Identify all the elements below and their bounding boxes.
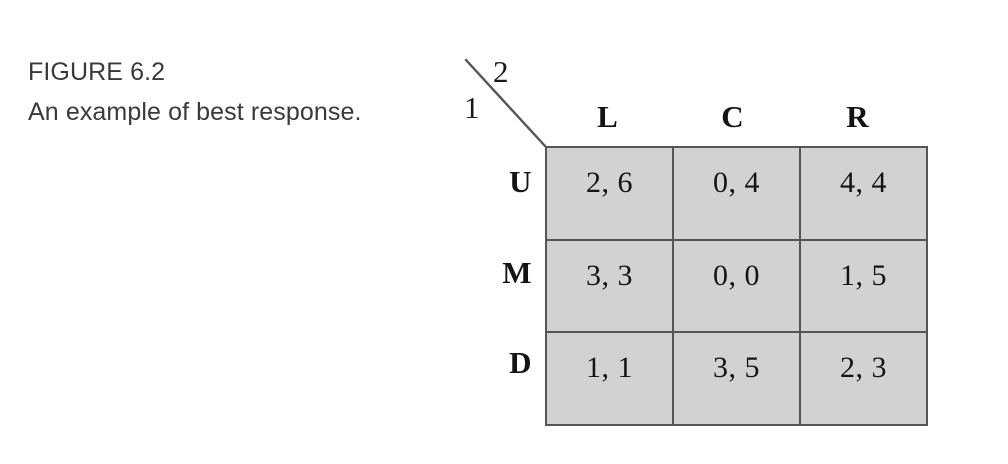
- table-row: 2, 6 0, 4 4, 4: [545, 146, 928, 241]
- payoff-cell-u-l[interactable]: 2, 6: [545, 146, 674, 241]
- payoff-value: 3, 3: [586, 258, 633, 292]
- row-header-u: U: [509, 164, 532, 199]
- payoff-value: 0, 4: [713, 166, 760, 199]
- payoff-cell-d-l[interactable]: 1, 1: [545, 331, 674, 426]
- payoff-value: 0, 0: [713, 258, 760, 292]
- figure-description: An example of best response.: [28, 98, 362, 126]
- payoff-value: 1, 5: [840, 258, 887, 292]
- row-header-m: M: [502, 254, 532, 290]
- payoff-value: 2, 6: [586, 166, 633, 199]
- payoff-cell-m-l[interactable]: 3, 3: [545, 238, 674, 334]
- payoff-matrix: 2, 6 0, 4 4, 4 3, 3 0, 0 1, 5 1, 1 3, 5 …: [545, 146, 928, 426]
- figure-caption: FIGURE 6.2 An example of best response.: [28, 52, 448, 132]
- table-row: 1, 1 3, 5 2, 3: [545, 331, 928, 426]
- row-header-d: D: [509, 345, 532, 381]
- payoff-cell-u-c[interactable]: 0, 4: [672, 146, 801, 241]
- payoff-cell-d-r[interactable]: 2, 3: [799, 331, 928, 426]
- row-header-column: U M D: [470, 146, 532, 418]
- payoff-cell-d-c[interactable]: 3, 5: [672, 331, 801, 426]
- payoff-cell-u-r[interactable]: 4, 4: [799, 146, 928, 241]
- player-1-label: 1: [464, 90, 480, 125]
- diagonal-divider-icon: [464, 58, 547, 148]
- figure-number: FIGURE 6.2: [28, 58, 166, 86]
- payoff-value: 2, 3: [840, 351, 887, 385]
- player-2-label: 2: [493, 54, 509, 89]
- payoff-value: 1, 1: [586, 351, 633, 385]
- table-row: 3, 3 0, 0 1, 5: [545, 238, 928, 334]
- payoff-cell-m-r[interactable]: 1, 5: [799, 238, 928, 334]
- payoff-value: 4, 4: [840, 166, 887, 199]
- payoff-cell-m-c[interactable]: 0, 0: [672, 238, 801, 334]
- column-header-c: C: [721, 99, 744, 134]
- payoff-value: 3, 5: [713, 351, 760, 385]
- player-axis-zone: 2 1: [455, 48, 555, 152]
- column-header-r: R: [846, 99, 869, 134]
- column-header-l: L: [597, 99, 618, 134]
- column-header-row: L C R: [545, 96, 920, 138]
